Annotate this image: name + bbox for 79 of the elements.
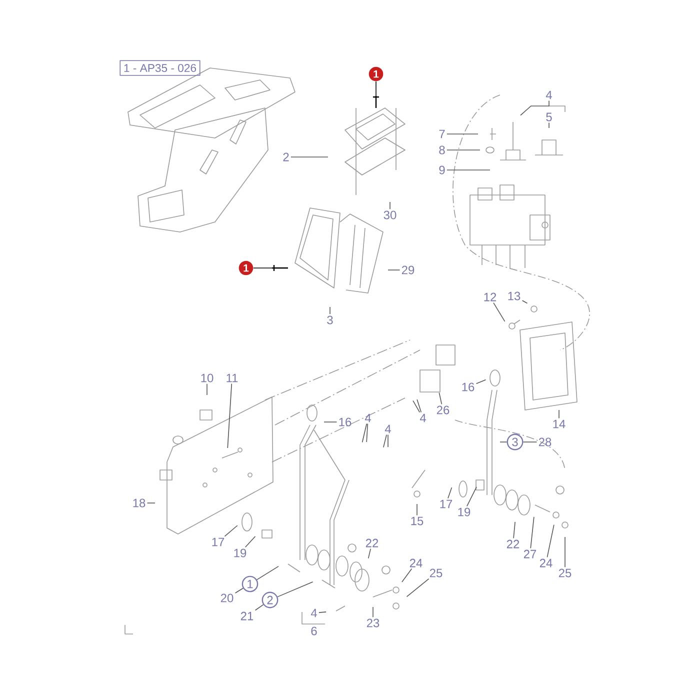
leader-line [520,100,550,116]
callout-number: 1 [238,260,254,276]
leader-line [416,399,422,413]
callout-number: 23 [366,618,380,628]
callout-number: 14 [553,420,566,428]
leader-line [522,300,528,304]
callout-number: 3 [327,316,333,324]
circled-callout-number: 2 [262,592,278,608]
callout-number: 22 [366,538,378,548]
leader-line [558,410,560,419]
leader-line [564,536,566,568]
callout-number: 13 [508,292,520,300]
leader-line [224,525,238,537]
callout-number: 8 [439,146,445,154]
leader-line [290,156,328,158]
callout-number: 22 [506,540,520,548]
leader-line [546,524,554,558]
leader-line [368,548,372,559]
circled-callout-number: 3 [506,434,524,450]
callout-number: 11 [226,374,238,382]
leader-line [256,566,279,580]
callout-number: 4 [546,90,552,100]
drawing-number-box: 1 - AP35 - 026 [120,60,200,76]
callout-number: 27 [524,550,536,558]
leader-line [438,392,442,405]
leader-line [318,612,326,613]
leader-line [548,122,550,128]
callout-number: 4 [364,414,371,422]
leader-line [277,582,314,598]
leader-line [383,434,387,448]
leader-line [402,568,412,582]
callout-number: 4 [384,424,391,434]
leader-line [254,604,264,611]
leader-line [466,486,477,507]
leader-line [448,487,452,499]
callout-number: 19 [234,548,246,558]
callout-number: 24 [410,558,422,568]
callout-number: 25 [430,568,442,578]
leader-line [476,379,486,384]
callout-number: 17 [212,538,224,546]
leader-line [493,302,506,322]
callout-number: 29 [402,266,414,274]
leader-line [227,383,232,448]
callout-number: 10 [201,374,214,382]
callout-number: 9 [439,166,445,174]
circled-callout-number: 1 [242,576,258,592]
callout-number: 17 [440,500,452,508]
callout-number: 18 [133,498,146,508]
leader-line [406,578,430,598]
callout-number: 4 [420,414,426,422]
callout-number: 2 [283,152,289,162]
callout-number: 6 [311,626,317,636]
callout-number: 1 [368,66,384,82]
leader-line [234,588,244,594]
callout-number: 25 [558,568,572,578]
leader-line [513,522,516,539]
callout-number: 12 [484,292,496,302]
leader-line [366,423,368,442]
callout-number: 24 [540,558,552,568]
callout-number: 28 [538,438,552,446]
leader-line [146,502,156,504]
callout-number: 5 [546,112,552,122]
callout-number: 26 [436,406,450,414]
leader-line [416,504,418,516]
leader-line [206,383,208,396]
callout-number: 4 [310,608,317,618]
callout-number: 20 [220,594,234,602]
callout-number: 16 [462,382,474,392]
callout-number: 30 [384,210,396,220]
callout-number: 16 [339,418,352,426]
leader-line [372,606,374,618]
callout-number: 15 [411,516,424,526]
leader-line [412,400,420,413]
leader-line [244,536,256,548]
callout-number: 19 [458,508,470,516]
callout-number: 21 [240,612,254,620]
leader-line [530,516,534,549]
callout-number: 7 [439,130,445,138]
leader-line [362,423,368,443]
